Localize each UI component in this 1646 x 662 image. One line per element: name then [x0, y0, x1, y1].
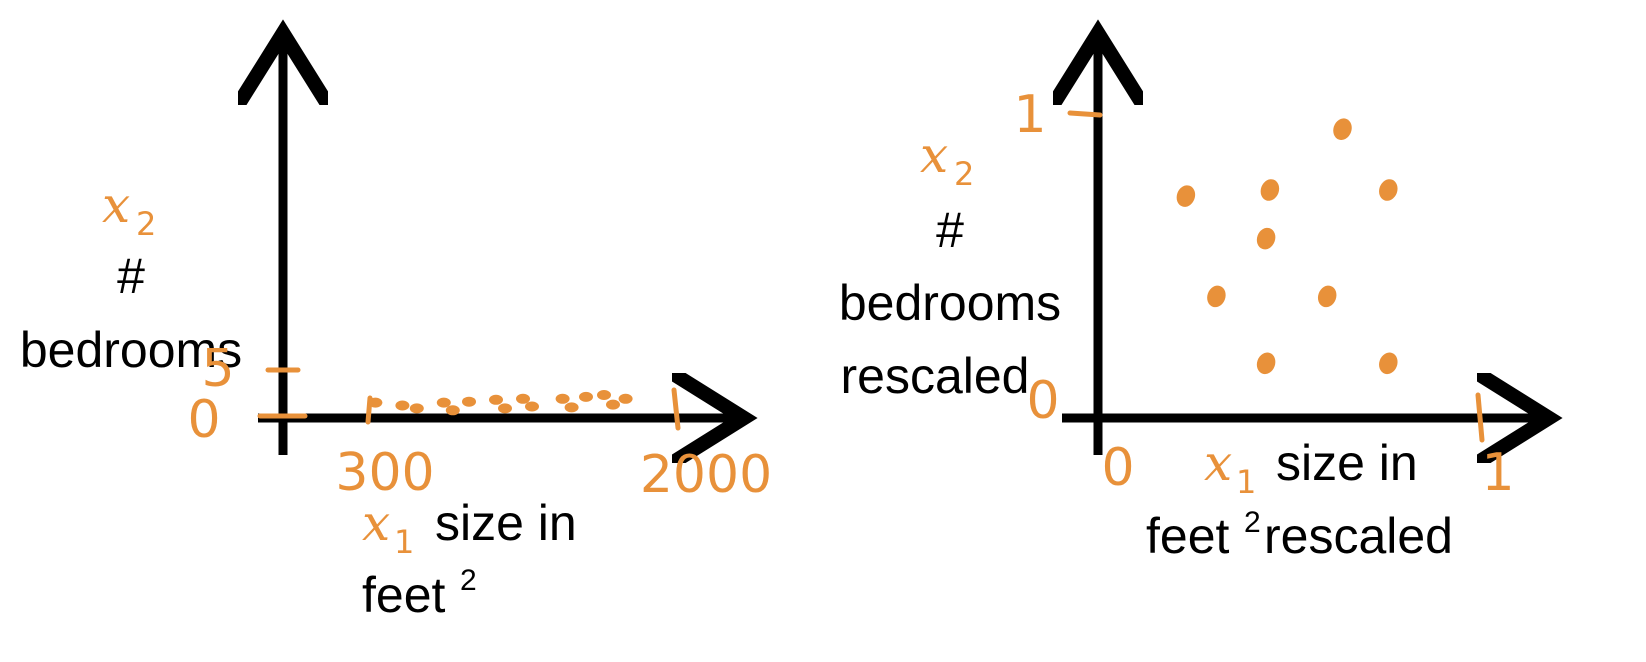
- left-x-label-line1: size in: [435, 495, 577, 551]
- left-scatter-point: [618, 393, 633, 404]
- left-scatter-point: [516, 393, 530, 404]
- left-scatter-point: [395, 400, 410, 411]
- right-scatter-point: [1256, 352, 1276, 375]
- left-y-label-bedrooms: bedrooms: [20, 322, 242, 378]
- left-y-label-hash: #: [117, 248, 145, 304]
- right-x-tick-min: 0: [1101, 438, 1134, 498]
- right-y-label-hash: #: [936, 202, 964, 258]
- left-scatter-point: [368, 397, 383, 408]
- left-panel: x 2 # bedrooms 5 0 300 2000 x 1 size in …: [20, 42, 772, 623]
- right-scatter-points: [1176, 118, 1398, 375]
- right-scatter-point: [1256, 227, 1276, 250]
- right-x-label-rescaled: rescaled: [1264, 508, 1453, 564]
- right-x-sub: 1: [1236, 463, 1256, 501]
- left-scatter-point: [462, 396, 476, 407]
- left-scatter-point: [489, 394, 503, 405]
- right-y-label-rescaled: rescaled: [841, 348, 1030, 404]
- right-panel: x 2 # bedrooms rescaled 1 0 0 1 x 1 size…: [839, 42, 1540, 564]
- left-scatter-point: [445, 405, 460, 416]
- right-y-tick-top: 1: [1013, 85, 1046, 145]
- left-x-tick-min: 300: [335, 443, 434, 503]
- left-scatter-point: [436, 397, 451, 408]
- right-x-label-line2: feet: [1146, 508, 1230, 564]
- left-scatter-point: [606, 399, 620, 410]
- left-scatter-point: [597, 390, 611, 400]
- right-scatter-point: [1207, 285, 1226, 308]
- right-x-var: x: [1204, 434, 1232, 492]
- left-scatter-point: [409, 403, 424, 414]
- left-scatter-point: [579, 391, 593, 402]
- right-scatter-point: [1176, 185, 1196, 207]
- right-scatter-point: [1317, 285, 1337, 308]
- right-x-label-line1: size in: [1276, 435, 1418, 491]
- right-scatter-point: [1333, 118, 1352, 140]
- right-y-label-bedrooms: bedrooms: [839, 275, 1061, 331]
- left-y-sub: 2: [136, 205, 156, 243]
- right-y-var: x: [920, 126, 948, 184]
- left-y-tick-bottom: 0: [187, 390, 220, 450]
- right-x-label-sup: 2: [1244, 506, 1261, 539]
- right-y-sub: 2: [954, 155, 974, 193]
- left-x-label-line2: feet: [362, 567, 446, 623]
- left-x-tick-max: 2000: [640, 445, 772, 505]
- right-y-tick-top-mark: [1067, 110, 1103, 118]
- left-y-tick-top: 5: [201, 339, 234, 399]
- right-scatter-point: [1260, 179, 1280, 201]
- left-x-var: x: [362, 494, 390, 552]
- right-x-tick-max: 1: [1481, 443, 1514, 503]
- right-y-tick-bottom: 0: [1026, 371, 1059, 431]
- left-x-label-sup: 2: [460, 564, 477, 597]
- right-scatter-point: [1379, 352, 1398, 375]
- left-scatter-point: [555, 393, 570, 404]
- left-x-sub: 1: [394, 523, 414, 561]
- left-scatter-point: [525, 401, 539, 412]
- left-scatter-points: [368, 390, 633, 416]
- right-x-tick-max-mark: [1475, 392, 1485, 443]
- left-scatter-point: [564, 402, 579, 413]
- left-y-var: x: [102, 176, 130, 234]
- right-scatter-point: [1379, 179, 1398, 201]
- left-x-tick-max-mark: [671, 387, 681, 431]
- left-scatter-point: [498, 403, 512, 414]
